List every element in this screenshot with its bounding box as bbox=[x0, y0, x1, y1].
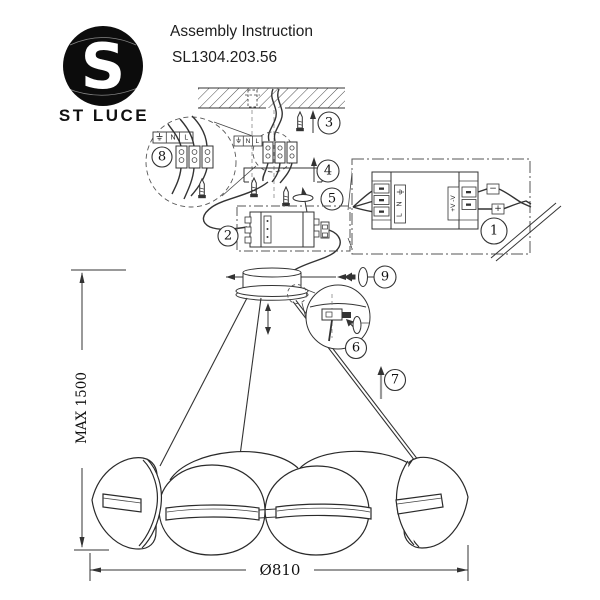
terminal-block-main: N L bbox=[233, 131, 298, 184]
bracket-screw-icon bbox=[249, 177, 259, 198]
light-bar bbox=[165, 504, 260, 521]
dim-arrow-icon bbox=[457, 567, 468, 573]
set-screw-icon bbox=[342, 312, 351, 318]
side-screw-icon bbox=[344, 272, 352, 282]
driver-to-canopy-wire bbox=[292, 229, 341, 272]
deco-ring-icon bbox=[292, 194, 314, 202]
cable-lock-detail: 6 bbox=[287, 284, 371, 360]
left-arrow-icon bbox=[337, 274, 346, 280]
dim-arrow-icon bbox=[90, 567, 101, 573]
detail-frame bbox=[236, 205, 351, 252]
logo-sphere-icon bbox=[63, 26, 143, 106]
dimension-height: MAX 1500 bbox=[71, 269, 126, 551]
ceiling-anchor bbox=[247, 89, 258, 108]
callout-8: 8 bbox=[158, 150, 166, 165]
page-title: Assembly Instruction bbox=[170, 23, 313, 40]
neutral-label: N bbox=[397, 201, 404, 206]
callout-4: 4 bbox=[324, 164, 332, 179]
up-arrow-icon bbox=[301, 187, 307, 196]
anchor-screw-icon bbox=[295, 111, 305, 132]
screw-head-side bbox=[358, 267, 368, 287]
wire-break-symbol bbox=[495, 205, 562, 262]
output-label: +V -V bbox=[450, 195, 457, 212]
mains-wires bbox=[267, 88, 283, 142]
screw-head-side bbox=[352, 316, 362, 334]
model-number: SL1304.203.56 bbox=[172, 49, 277, 66]
light-bar bbox=[275, 503, 372, 520]
neutral-label: N bbox=[170, 134, 175, 141]
mounting-bracket: 4 5 bbox=[197, 157, 344, 213]
left-arrow-icon bbox=[226, 274, 235, 280]
light-bar bbox=[102, 493, 142, 513]
step-7: 7 bbox=[377, 366, 407, 399]
wiring-detail-inset: 8 N L bbox=[145, 115, 259, 208]
wire-break-symbol bbox=[490, 202, 557, 259]
led-driver-detail bbox=[371, 171, 479, 230]
max-height-label: MAX 1500 bbox=[74, 372, 90, 444]
callout-7: 7 bbox=[391, 373, 399, 388]
output-label-plate bbox=[447, 186, 460, 221]
canopy: 9 bbox=[226, 265, 397, 335]
pendant-fixture bbox=[91, 450, 469, 556]
led-driver bbox=[249, 211, 315, 248]
zoom-source-circle bbox=[287, 284, 307, 304]
light-bar bbox=[395, 493, 444, 515]
canopy-top bbox=[242, 267, 302, 278]
bracket-screw-icon bbox=[281, 186, 291, 207]
header: Assembly Instruction SL1304.203.56 bbox=[170, 23, 313, 66]
live-label: L bbox=[397, 213, 404, 217]
terminal-blocks bbox=[175, 145, 214, 169]
callout-1: 1 bbox=[490, 224, 498, 239]
brand-name: ST LUCE bbox=[59, 106, 149, 125]
minus-wire-tag: − bbox=[489, 184, 497, 194]
step-3-anchor: 3 bbox=[295, 110, 341, 135]
logo-initial: S bbox=[81, 30, 126, 103]
callout-9: 9 bbox=[381, 270, 389, 285]
up-arrow-icon bbox=[310, 110, 316, 119]
callout-2: 2 bbox=[224, 229, 232, 244]
callout-6: 6 bbox=[352, 341, 360, 356]
up-arrow-icon bbox=[311, 157, 317, 166]
driver-detail-box: N L +V -V − + 1 bbox=[351, 158, 562, 262]
dim-arrow-icon bbox=[79, 272, 85, 283]
terminal-label-plate bbox=[233, 135, 263, 147]
callout-3: 3 bbox=[325, 116, 333, 131]
neutral-label: N bbox=[246, 138, 251, 145]
dimension-diameter: Ø810 bbox=[89, 545, 469, 581]
brand-logo: S ST LUCE bbox=[59, 26, 149, 125]
dim-arrow-icon bbox=[79, 537, 85, 548]
driver-box: 2 bbox=[217, 205, 351, 252]
up-arrow-icon bbox=[377, 366, 385, 375]
live-label: L bbox=[255, 138, 259, 145]
plus-wire-tag: + bbox=[494, 204, 502, 214]
diameter-label: Ø810 bbox=[260, 561, 301, 579]
callout-5: 5 bbox=[328, 192, 336, 207]
input-label-plate bbox=[394, 184, 406, 224]
live-label: L bbox=[184, 134, 188, 141]
